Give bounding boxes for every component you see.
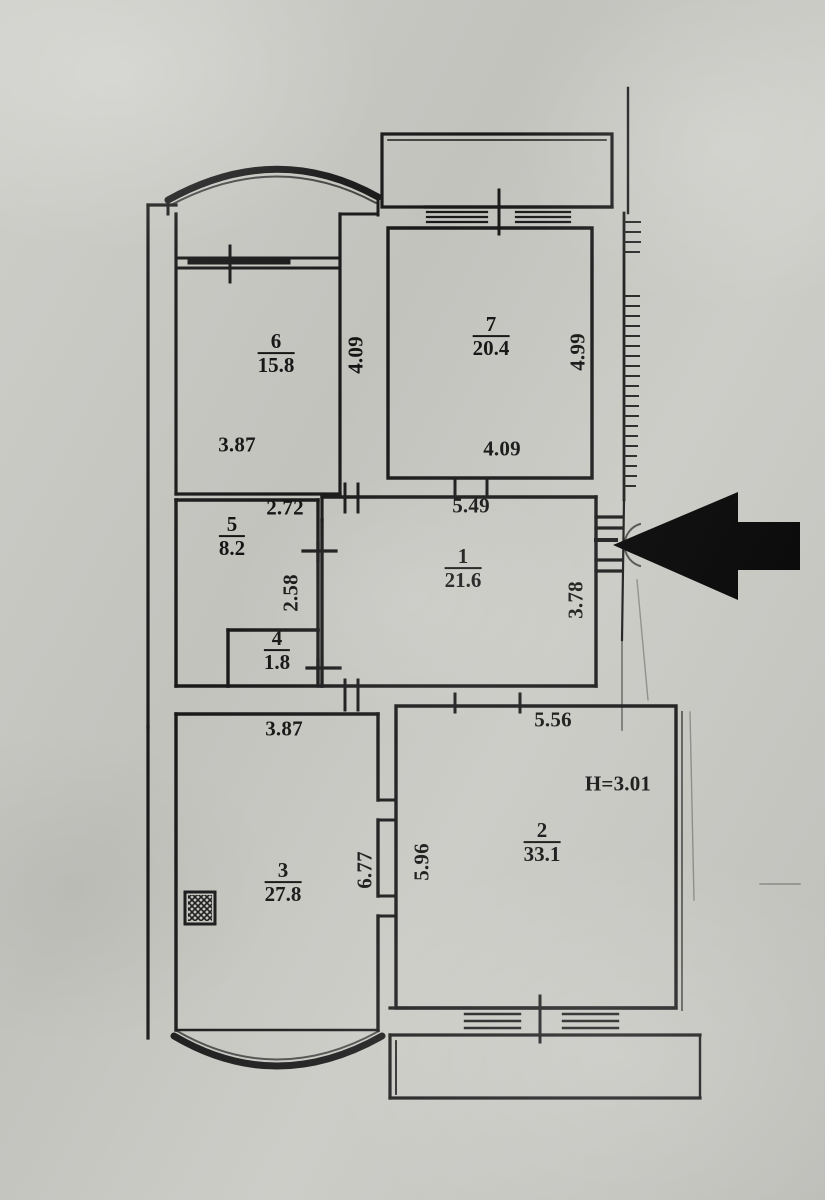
dimension-label-3-87-top: 3.87: [218, 432, 256, 457]
room-area: 33.1: [523, 842, 561, 867]
room-label-1: 1 21.6: [444, 545, 482, 593]
room-area: 21.6: [444, 568, 482, 593]
dimension-label-4-99: 4.99: [565, 333, 590, 371]
room-3-walls: [146, 712, 380, 1040]
dimension-label-5-96: 5.96: [409, 843, 434, 881]
balcony-arched-bottom-left: [170, 1030, 386, 1070]
dimension-label-4-09-left: 4.09: [343, 336, 368, 374]
ceiling-height-note: H=3.01: [584, 771, 652, 796]
balcony-top: [380, 132, 614, 236]
room-7-walls: [386, 226, 594, 498]
room-number: 6: [257, 330, 295, 355]
room-1-walls: [320, 482, 642, 712]
room-label-7: 7 20.4: [472, 313, 510, 361]
room-area: 1.8: [263, 650, 291, 675]
room-label-3: 3 27.8: [264, 859, 302, 907]
dimension-label-5-49: 5.49: [452, 493, 490, 518]
room-number: 7: [472, 313, 510, 338]
room-number: 1: [444, 545, 482, 570]
stair-hatching-icon: [623, 221, 641, 487]
room-area: 8.2: [218, 536, 246, 561]
scan-artifacts: [636, 579, 801, 901]
dimension-label-2-58: 2.58: [278, 574, 303, 612]
balcony-arched-top-left: [164, 165, 382, 217]
room-number: 2: [523, 819, 561, 844]
dimension-label-5-56: 5.56: [534, 707, 572, 732]
right-exterior-wall: [620, 86, 630, 731]
dimension-label-2-72: 2.72: [266, 495, 304, 520]
balcony-bottom: [388, 994, 702, 1100]
room-area: 27.8: [264, 882, 302, 907]
dimension-label-6-77: 6.77: [352, 851, 377, 889]
room-5-walls: [174, 498, 338, 688]
dimension-label-3-87-bottom: 3.87: [265, 716, 303, 741]
room-label-2: 2 33.1: [523, 819, 561, 867]
room-4-walls: [226, 628, 342, 688]
room-area: 15.8: [257, 353, 295, 378]
entrance-arrow: [613, 492, 800, 600]
room-6-walls: [146, 203, 380, 729]
room-label-5: 5 8.2: [218, 513, 246, 561]
room-area: 20.4: [472, 336, 510, 361]
room-number: 4: [263, 627, 291, 652]
room-number: 3: [264, 859, 302, 884]
room-label-4: 4 1.8: [263, 627, 291, 675]
room-number: 5: [218, 513, 246, 538]
room-label-6: 6 15.8: [257, 330, 295, 378]
dimension-label-4-09-bottom: 4.09: [483, 436, 521, 461]
dimension-label-3-78: 3.78: [563, 581, 588, 619]
